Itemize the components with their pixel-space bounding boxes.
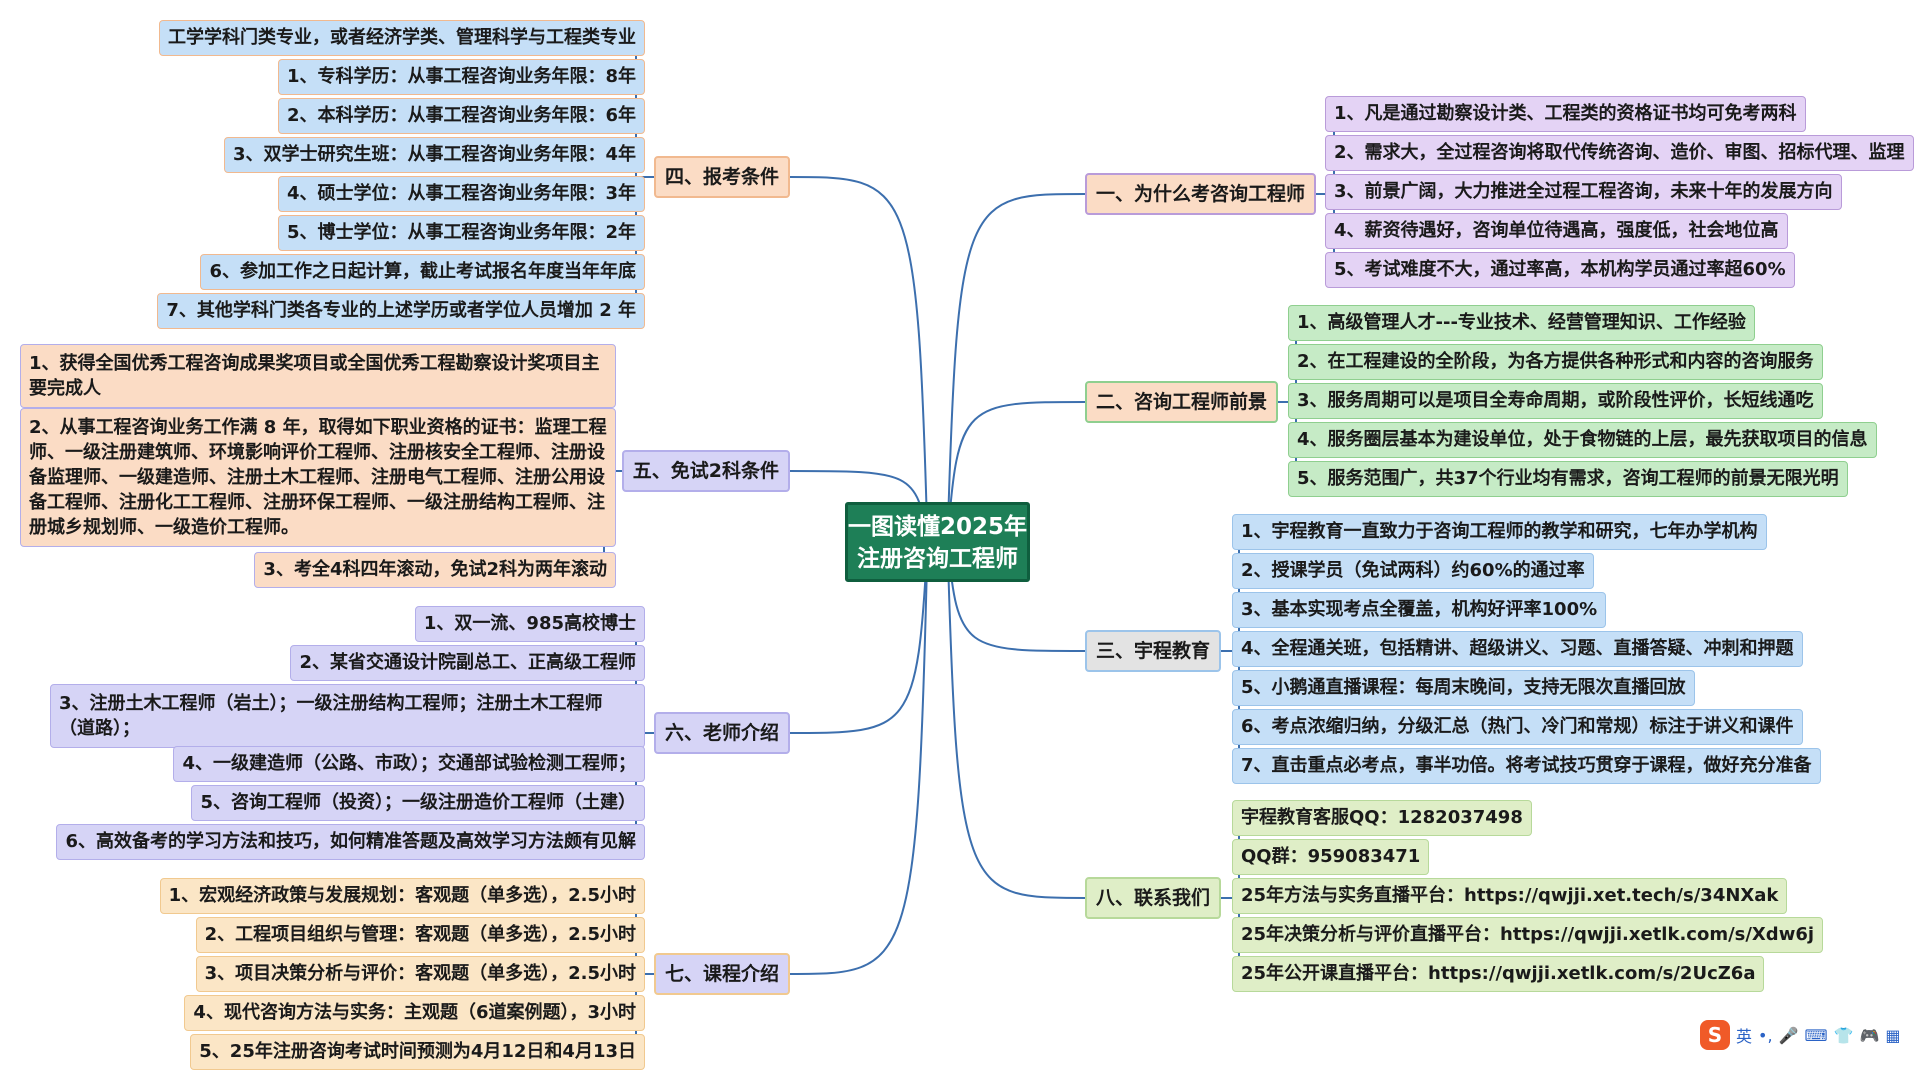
root-title-line1: 一图读懂2025年 <box>848 514 1028 540</box>
branch-exemption: 五、免试2科条件 <box>621 450 790 492</box>
branch-courses: 七、课程介绍 <box>653 953 790 995</box>
leaf-req-2: 2、本科学历：从事工程咨询业务年限：6年 <box>277 98 645 134</box>
language-toggle[interactable]: 英 <box>1736 1027 1753 1046</box>
leaf-exempt-2: 2、从事工程咨询业务工作满 8 年，取得如下职业资格的证书：监理工程师、一级注册… <box>20 408 616 547</box>
branch-prospects: 二、咨询工程师前景 <box>1085 381 1279 423</box>
branch-requirements: 四、报考条件 <box>653 156 790 198</box>
root-title-line2: 注册咨询工程师 <box>857 546 1018 572</box>
leaf-yucheng-6: 6、考点浓缩归纳，分级汇总（热门、冷门和常规）标注于讲义和课件 <box>1232 709 1803 745</box>
leaf-teacher-6: 6、高效备考的学习方法和技巧，如何精准答题及高效学习方法颇有见解 <box>56 824 645 860</box>
leaf-teacher-2: 2、某省交通设计院副总工、正高级工程师 <box>290 645 645 681</box>
game-icon[interactable]: 🎮 <box>1859 1025 1880 1045</box>
root-link-b2 <box>946 401 1086 543</box>
leaf-prospects-1: 1、高级管理人才---专业技术、经营管理知识、工作经验 <box>1288 305 1755 341</box>
leaf-yucheng-4: 4、全程通关班，包括精讲、超级讲义、习题、直播答疑、冲刺和押题 <box>1232 631 1803 667</box>
leaf-course-1: 1、宏观经济政策与发展规划：客观题（单多选），2.5小时 <box>159 878 645 914</box>
leaf-yucheng-1: 1、宇程教育一直致力于咨询工程师的教学和研究，七年办学机构 <box>1232 514 1767 550</box>
leaf-prospects-5: 5、服务范围广，共37个行业均有需求，咨询工程师的前景无限光明 <box>1288 461 1848 497</box>
ime-toolbar: S 英 •, 🎤 ⌨ 👕 🎮 ▦ <box>1700 1018 1910 1052</box>
leaf-req-7: 7、其他学科门类各专业的上述学历或者学位人员增加 2 年 <box>157 293 645 329</box>
leaf-teacher-5: 5、咨询工程师（投资）；一级注册造价工程师（土建） <box>191 785 645 821</box>
leaf-contact-link-1[interactable]: 25年方法与实务直播平台：https://qwjji.xet.tech/s/34… <box>1232 878 1788 914</box>
leaf-contact-link-3[interactable]: 25年公开课直播平台：https://qwjji.xetlk.com/s/2Uc… <box>1232 956 1765 992</box>
leaf-why-3: 3、前景广阔，大力推进全过程工程咨询，未来十年的发展方向 <box>1325 174 1842 210</box>
skin-icon[interactable]: 👕 <box>1833 1025 1854 1045</box>
leaf-why-2: 2、需求大，全过程咨询将取代传统咨询、造价、审图、招标代理、监理 <box>1325 135 1914 171</box>
leaf-req-3: 3、双学士研究生班：从事工程咨询业务年限：4年 <box>223 137 645 173</box>
grid-icon[interactable]: ▦ <box>1885 1025 1901 1045</box>
branch-why-consultant: 一、为什么考咨询工程师 <box>1085 173 1317 215</box>
leaf-course-5: 5、25年注册咨询考试时间预测为4月12日和4月13日 <box>190 1034 645 1070</box>
leaf-why-4: 4、薪资待遇好，咨询单位待遇高，强度低，社会地位高 <box>1325 213 1788 249</box>
leaf-why-1: 1、凡是通过勘察设计类、工程类的资格证书均可免考两科 <box>1325 96 1806 132</box>
leaf-req-5: 5、博士学位：从事工程咨询业务年限：2年 <box>277 215 645 251</box>
leaf-teacher-4: 4、一级建造师（公路、市政）；交通部试验检测工程师； <box>173 746 645 782</box>
leaf-prospects-4: 4、服务圈层基本为建设单位，处于食物链的上层，最先获取项目的信息 <box>1288 422 1877 458</box>
root-link-b4 <box>789 176 929 543</box>
leaf-exempt-1: 1、获得全国优秀工程咨询成果奖项目或全国优秀工程勘察设计奖项目主要完成人 <box>20 344 616 408</box>
leaf-contact-qq: 宇程教育客服QQ：1282037498 <box>1232 800 1532 836</box>
root-link-b8 <box>946 541 1086 899</box>
leaf-req-6: 6、参加工作之日起计算，截止考试报名年度当年年底 <box>200 254 645 290</box>
branch-teachers: 六、老师介绍 <box>653 712 790 754</box>
branch-yucheng: 三、宇程教育 <box>1085 630 1222 672</box>
leaf-yucheng-2: 2、授课学员（免试两科）约60%的通过率 <box>1232 553 1594 589</box>
leaf-req-4: 4、硕士学位：从事工程咨询业务年限：3年 <box>277 176 645 212</box>
leaf-teacher-1: 1、双一流、985高校博士 <box>414 606 645 642</box>
punctuation-icon[interactable]: •, <box>1758 1025 1773 1045</box>
root-link-b6 <box>789 541 929 734</box>
leaf-why-5: 5、考试难度不大，通过率高，本机构学员通过率超60% <box>1325 252 1795 288</box>
branch-contact: 八、联系我们 <box>1085 877 1222 919</box>
leaf-contact-link-2[interactable]: 25年决策分析与评价直播平台：https://qwjji.xetlk.com/s… <box>1232 917 1824 953</box>
leaf-teacher-3: 3、注册土木工程师（岩土）；一级注册结构工程师；注册土木工程师（道路）； <box>50 684 645 748</box>
root-node: 一图读懂2025年 注册咨询工程师 <box>845 502 1030 582</box>
leaf-yucheng-3: 3、基本实现考点全覆盖，机构好评率100% <box>1232 592 1607 628</box>
leaf-course-3: 3、项目决策分析与评价：客观题（单多选），2.5小时 <box>195 956 645 992</box>
leaf-prospects-2: 2、在工程建设的全阶段，为各方提供各种形式和内容的咨询服务 <box>1288 344 1823 380</box>
keyboard-icon[interactable]: ⌨ <box>1804 1025 1828 1045</box>
leaf-prospects-3: 3、服务周期可以是项目全寿命周期，或阶段性评价，长短线通吃 <box>1288 383 1823 419</box>
leaf-contact-group: QQ群：959083471 <box>1232 839 1430 875</box>
leaf-req-0: 工学学科门类专业，或者经济学类、管理科学与工程类专业 <box>159 20 645 56</box>
leaf-yucheng-5: 5、小鹅通直播课程：每周末晚间，支持无限次直播回放 <box>1232 670 1695 706</box>
root-link-b7 <box>789 541 929 975</box>
leaf-yucheng-7: 7、直击重点必考点，事半功倍。将考试技巧贯穿于课程，做好充分准备 <box>1232 748 1821 784</box>
leaf-course-4: 4、现代咨询方法与实务：主观题（6道案例题），3小时 <box>184 995 645 1031</box>
sogou-logo[interactable]: S <box>1700 1020 1730 1050</box>
microphone-icon[interactable]: 🎤 <box>1778 1025 1799 1045</box>
root-link-b1 <box>946 193 1086 543</box>
leaf-course-2: 2、工程项目组织与管理：客观题（单多选），2.5小时 <box>195 917 645 953</box>
leaf-exempt-3: 3、考全4科四年滚动，免试2科为两年滚动 <box>254 552 616 588</box>
leaf-req-1: 1、专科学历：从事工程咨询业务年限：8年 <box>277 59 645 95</box>
